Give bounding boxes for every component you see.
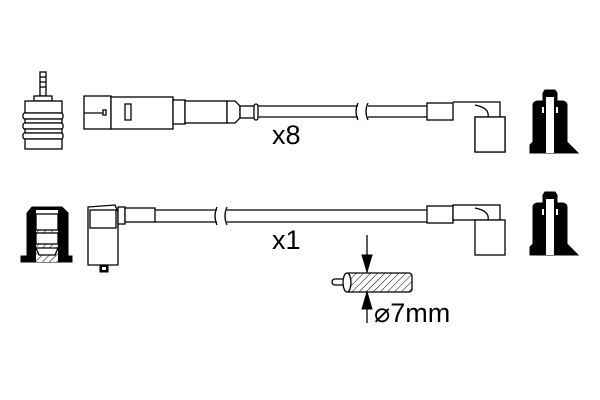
angled-plug-boot-top <box>426 101 506 153</box>
spark-plug-terminal-bottom <box>20 206 73 263</box>
distributor-terminal-bottom <box>529 191 580 256</box>
cable-bottom <box>155 206 427 226</box>
angled-coil-boot <box>87 204 156 273</box>
quantity-label-x1: x1 <box>272 225 301 255</box>
cable-cross-section <box>331 272 413 293</box>
angled-plug-boot-bottom <box>426 204 506 256</box>
spark-plug-terminal-top <box>22 71 64 150</box>
cable-top <box>258 102 427 121</box>
diameter-label: ⌀7mm <box>374 298 451 328</box>
quantity-label-x8: x8 <box>272 120 301 150</box>
distributor-terminal-top <box>529 89 580 154</box>
diameter-arrows <box>361 235 373 323</box>
straight-plug-boot <box>83 95 259 130</box>
